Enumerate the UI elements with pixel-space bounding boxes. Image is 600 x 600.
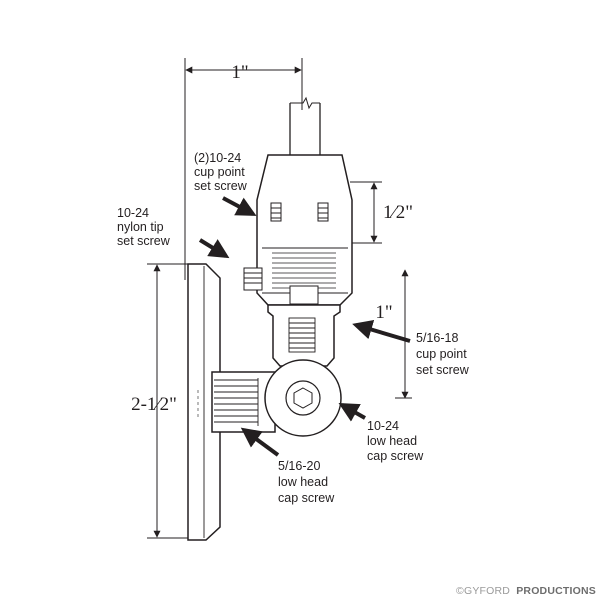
- dimension-lines: [147, 58, 412, 539]
- callout-5-16-20-low-head-cap-screw: 5/16-20 low head cap screw: [278, 459, 335, 505]
- cone-body: [243, 154, 353, 306]
- callout-10-24-low-head-cap-screw: 10-24 low head cap screw: [367, 419, 424, 463]
- neck-collar: [267, 304, 341, 367]
- callout-nylon-tip-set-screw: 10-24 nylon tip set screw: [117, 206, 171, 248]
- callout-arrows: [198, 196, 411, 457]
- dimension-cone-height: 1⁄2": [383, 202, 413, 223]
- callout-cup-point-set-screw: (2)10-24 cup point set screw: [194, 151, 248, 193]
- hinge-knuckle: [211, 359, 342, 437]
- dimension-side-one: 1": [375, 302, 392, 323]
- dimension-top-width: 1": [231, 62, 248, 83]
- credit-text: ©GYFORD PRODUCTIONS: [456, 585, 596, 597]
- callout-5-16-18-cup-point-set-screw: 5/16-18 cup point set screw: [416, 331, 470, 377]
- mounting-plate: [187, 263, 221, 541]
- dimension-plate-height: 2-1⁄2": [131, 394, 177, 415]
